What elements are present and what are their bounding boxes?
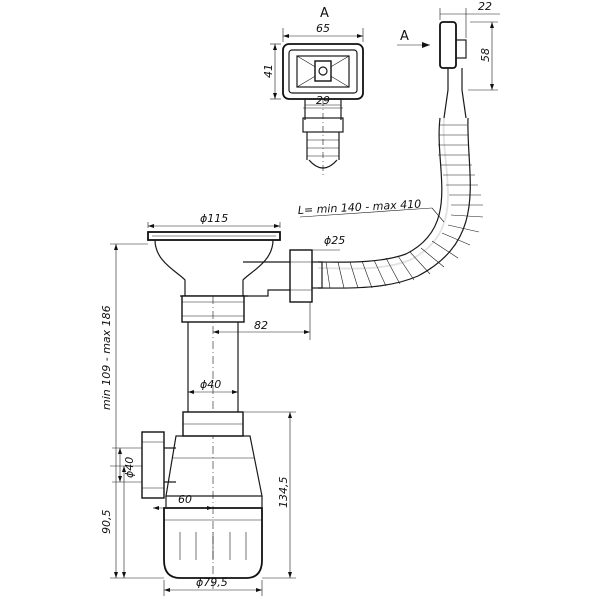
dim-inlet-offset: 60 [178, 493, 192, 506]
section-arrow-label: A [400, 29, 409, 44]
dim-tube-diameter: ϕ40 [200, 378, 221, 391]
sink-strainer: ϕ115 [147, 212, 281, 297]
view-a-title: A [320, 6, 329, 21]
dim-top-offset: 22 [478, 0, 492, 13]
dim-side-inlet-diameter: ϕ40 [123, 457, 136, 478]
overflow-frame [282, 43, 364, 100]
dim-overflow-inner: 29 [316, 94, 330, 107]
dim-top-height: 58 [479, 48, 492, 62]
corrugated-hose: L= min 140 - max 410 [297, 117, 484, 289]
dim-hose-length: L= min 140 - max 410 [297, 198, 421, 217]
dim-overflow-width: 65 [316, 22, 330, 35]
side-outlet: ϕ25 [243, 234, 345, 303]
height-dimensions: min 109 - max 186 90,5 [100, 243, 164, 579]
trap-height-dimension: 134,5 [244, 411, 296, 579]
dim-strainer-diameter: ϕ115 [200, 212, 228, 225]
overflow-view-a: A 65 41 29 [262, 6, 364, 175]
dim-outlet-diameter: ϕ25 [324, 234, 345, 247]
dim-bottom-height: 90,5 [100, 510, 113, 535]
overflow-side-view: A 22 58 [397, 0, 500, 119]
dim-side-offset: 82 [254, 319, 268, 332]
dim-trap-height: 134,5 [277, 477, 290, 509]
dim-height-range: min 109 - max 186 [100, 305, 113, 410]
outlet-nut [289, 249, 313, 303]
dim-overflow-height: 41 [262, 64, 275, 78]
vertical-tube: 82 ϕ40 [181, 295, 311, 590]
bottom-cup [163, 507, 263, 579]
bottle-trap: ϕ40 60 [112, 411, 263, 579]
dim-bottom-diameter: ϕ79,5 [196, 576, 228, 589]
side-inlet-nut [141, 431, 165, 499]
bottom-diameter-dimension: ϕ79,5 [163, 576, 263, 596]
